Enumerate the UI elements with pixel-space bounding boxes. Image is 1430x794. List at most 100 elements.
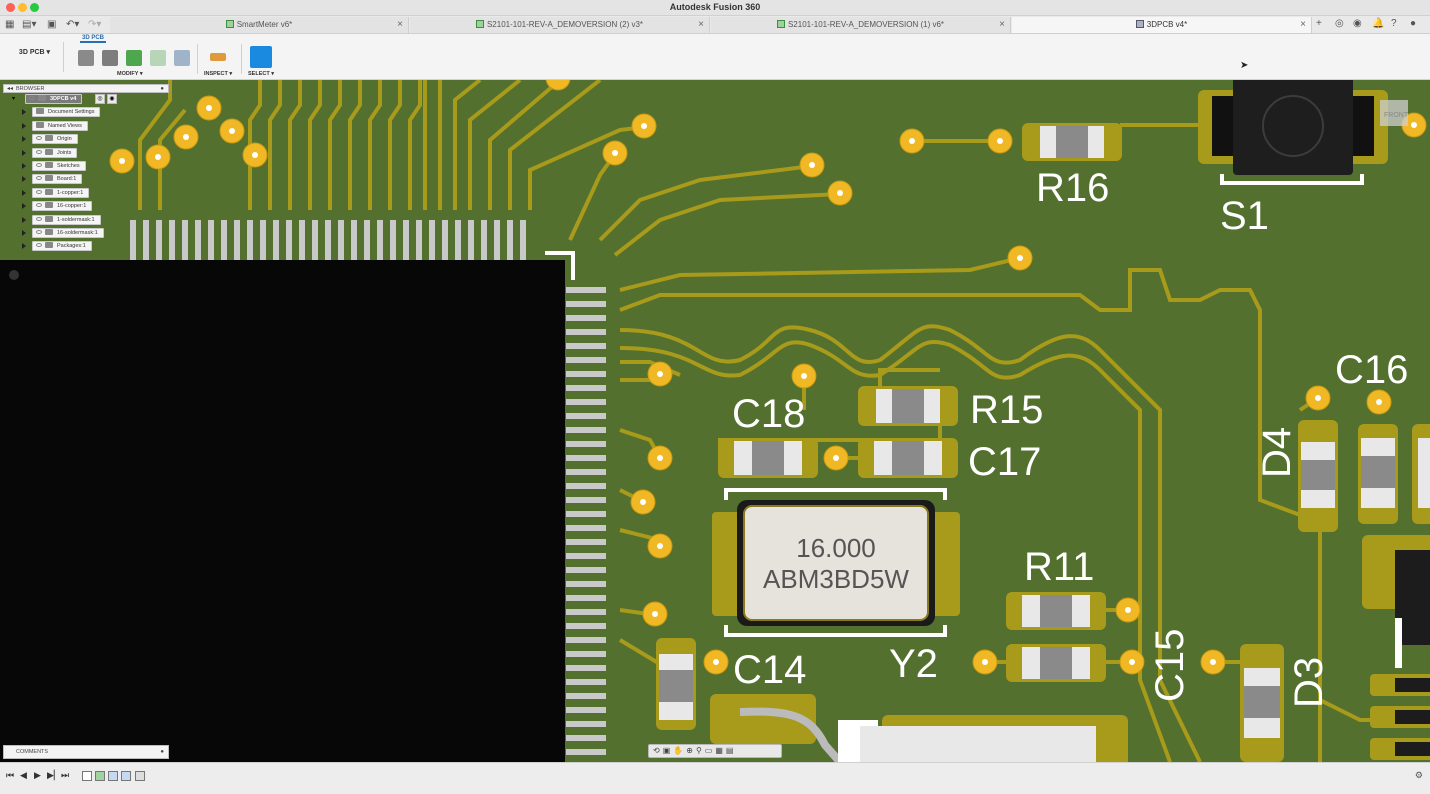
visibility-eye-icon[interactable] (36, 136, 42, 141)
browser-item-1-copper[interactable]: 1-copper:1 (3, 187, 169, 200)
r15-resistor[interactable] (858, 386, 958, 426)
3d-viewport[interactable]: FRONT (0, 80, 1430, 762)
timeline-settings-gear-icon[interactable]: ⚙ (1414, 770, 1423, 780)
tab-3dpcb[interactable]: 3DPCB v4* × (1012, 17, 1312, 33)
browser-item-1-soldermask[interactable]: 1-soldermask:1 (3, 214, 169, 227)
visibility-eye-icon[interactable] (36, 176, 42, 181)
select-icon[interactable] (250, 46, 272, 68)
browser-item-packages[interactable]: Packages:1 (3, 240, 169, 253)
browser-root[interactable]: ▾ 3DPCB v4 ◎ ◉ (3, 93, 169, 106)
expand-icon[interactable] (22, 149, 26, 156)
file-menu-icon[interactable]: ▤▾ (22, 19, 37, 30)
d4-diode[interactable] (1298, 420, 1338, 532)
inspect-menu[interactable]: INSPECT ▾ (204, 71, 233, 77)
right-edge-capacitor[interactable] (1412, 424, 1430, 524)
workspace-switcher-button[interactable]: 3D PCB ▾ (6, 42, 64, 72)
expand-icon[interactable] (22, 243, 26, 250)
close-tab-icon[interactable]: × (397, 19, 403, 30)
browser-item-pill[interactable]: 1-soldermask:1 (32, 214, 101, 225)
browser-item-document-settings[interactable]: Document Settings (3, 106, 169, 119)
qfp-ic-body[interactable] (0, 260, 565, 762)
y2-crystal[interactable]: 16.000 ABM3BD5W (712, 488, 960, 637)
browser-item-origin[interactable]: Origin (3, 133, 169, 146)
next-frame-icon[interactable]: ▶▏ (47, 770, 61, 780)
play-icon[interactable]: ▶ (34, 770, 41, 780)
visibility-eye-icon[interactable] (36, 243, 42, 248)
expand-icon[interactable] (22, 162, 26, 169)
expand-root-icon[interactable]: ▾ (12, 96, 16, 102)
collapse-icon[interactable]: ◂◂ (7, 86, 14, 92)
c16-capacitor[interactable] (1358, 424, 1398, 524)
browser-item-pill[interactable]: Joints (32, 147, 78, 158)
close-tab-icon[interactable]: × (698, 19, 704, 30)
r11-resistor[interactable] (1006, 592, 1106, 630)
visibility-eye-icon[interactable] (36, 229, 42, 234)
extensions-icon[interactable]: ◎ (1335, 18, 1344, 29)
browser-root-pill[interactable]: 3DPCB v4 (25, 94, 83, 104)
timeline-component-icon[interactable] (95, 771, 105, 781)
zoom-window-icon[interactable]: ⊕ (686, 746, 696, 755)
new-tab-icon[interactable]: + (1316, 18, 1322, 29)
viewports-icon[interactable]: ▤ (725, 746, 737, 755)
browser-item-pill[interactable]: Document Settings (32, 107, 101, 118)
notifications-icon[interactable]: 🔔 (1372, 18, 1385, 29)
bottom-inductor[interactable] (710, 694, 1128, 762)
expand-icon[interactable] (22, 203, 26, 210)
expand-icon[interactable] (22, 136, 26, 143)
browser-item-16-soldermask[interactable]: 16-soldermask:1 (3, 227, 169, 240)
expand-icon[interactable] (22, 122, 26, 129)
expand-icon[interactable] (22, 176, 26, 183)
grid-icon[interactable]: ▦ (715, 746, 726, 755)
save-icon[interactable]: ▣ (47, 19, 57, 30)
tab-demoversion-2[interactable]: S2101-101-REV-A_DEMOVERSION (2) v3* × (410, 17, 710, 33)
help-icon[interactable]: ? (1391, 18, 1397, 29)
visibility-eye-icon[interactable] (36, 162, 42, 167)
browser-item-pill[interactable]: Named Views (32, 120, 88, 131)
visibility-eye-icon[interactable] (36, 189, 42, 194)
browser-pin-icon[interactable]: ● (160, 86, 164, 92)
expand-icon[interactable] (22, 229, 26, 236)
look-at-icon[interactable]: ▣ (662, 746, 674, 755)
timeline-sketch-icon[interactable] (82, 771, 92, 781)
redo-icon[interactable]: ↷▾ (88, 19, 102, 30)
workspace-tab-3dpcb[interactable]: 3D PCB (80, 35, 107, 43)
maximize-window-button[interactable] (30, 3, 39, 12)
last-frame-icon[interactable]: ⏭ (61, 770, 70, 780)
pan-icon[interactable]: ✋ (673, 746, 687, 755)
browser-item-pill[interactable]: Packages:1 (32, 241, 92, 252)
browser-item-named-views[interactable]: Named Views (3, 120, 169, 133)
expand-icon[interactable] (22, 216, 26, 223)
browser-item-joints[interactable]: Joints (3, 147, 169, 160)
browser-item-pill[interactable]: Origin (32, 134, 78, 145)
viewcube[interactable] (1380, 100, 1408, 126)
previous-frame-icon[interactable]: ◀ (20, 770, 27, 780)
c18-capacitor[interactable] (718, 438, 818, 478)
browser-item-16-copper[interactable]: 16-copper:1 (3, 200, 169, 213)
comments-add-icon[interactable]: ● (160, 749, 164, 755)
s1-switch[interactable] (1198, 80, 1388, 185)
c17-capacitor[interactable] (858, 438, 958, 478)
browser-item-pill[interactable]: 1-copper:1 (32, 187, 90, 198)
measure-icon[interactable] (210, 53, 226, 61)
display-settings-icon[interactable]: ▭ (704, 746, 716, 755)
r16-resistor[interactable] (1022, 123, 1122, 161)
modify-menu[interactable]: MODIFY ▾ (117, 71, 143, 77)
shell-icon[interactable] (174, 50, 190, 66)
app-grid-icon[interactable]: ▦ (5, 19, 15, 30)
first-frame-icon[interactable]: ⏮ (6, 770, 15, 780)
c14-capacitor[interactable] (656, 638, 696, 730)
browser-item-pill[interactable]: Board:1 (32, 174, 83, 185)
place-component-icon[interactable] (126, 50, 142, 66)
timeline-marker-icon[interactable] (135, 771, 145, 781)
right-connector[interactable] (1362, 535, 1430, 760)
timeline-feature-icon[interactable] (108, 771, 118, 781)
expand-icon[interactable] (22, 189, 26, 196)
update-pcb-icon[interactable] (102, 50, 118, 66)
visibility-eye-icon[interactable] (36, 149, 42, 154)
browser-header[interactable]: ◂◂ BROWSER ● (3, 84, 169, 93)
radio-icon[interactable]: ◉ (107, 94, 117, 104)
browser-item-pill[interactable]: 16-copper:1 (32, 201, 93, 212)
visibility-eye-icon[interactable] (36, 203, 42, 208)
undo-icon[interactable]: ↶▾ (66, 19, 80, 30)
browser-item-sketches[interactable]: Sketches (3, 160, 169, 173)
